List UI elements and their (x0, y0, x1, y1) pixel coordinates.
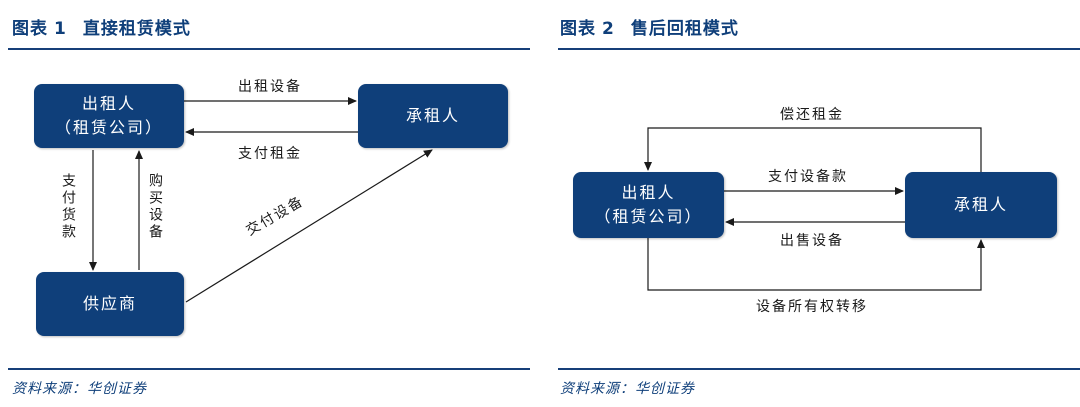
node-supplier: 供应商 (36, 272, 184, 336)
edge-sell-equipment-label: 出售设备 (780, 233, 844, 249)
edge-ownership-transfer-arrow (647, 238, 985, 291)
node-lessee-label: 承租人 (405, 106, 460, 125)
node-lessor-2-line2: （租赁公司） (594, 207, 703, 226)
edge-repay-rent-arrow (644, 127, 982, 172)
edge-pay-goods-label: 支付货款 (60, 173, 76, 241)
figure1-source: 资料来源：华创证券 (12, 381, 147, 397)
edge-buy-equipment-label: 购买设备 (147, 173, 163, 241)
figure1-title-prefix: 图表 (12, 19, 48, 39)
figure2-title-prefix: 图表 (560, 19, 596, 39)
node-lessor-line1: 出租人 (81, 94, 136, 113)
edge-repay-rent-label: 偿还租金 (780, 107, 844, 123)
figure1-title: 图表 1 直接租赁模式 (12, 14, 191, 39)
figure2-title-number: 2 (602, 19, 615, 39)
figure2-top-rule (558, 48, 1080, 50)
figure2-title: 图表 2 售后回租模式 (560, 14, 739, 39)
figure2-source: 资料来源：华创证券 (560, 381, 695, 397)
figure1-diagram (89, 97, 433, 303)
edge-pay-equipment-label: 支付设备款 (768, 169, 848, 185)
node-lessor-2: 出租人 （租赁公司） (573, 172, 724, 238)
figure1-title-number: 1 (54, 19, 67, 39)
node-lessor-line2: （租赁公司） (54, 118, 163, 137)
edge-lease-equipment-label: 出租设备 (238, 79, 302, 95)
figure2-title-text: 售后回租模式 (630, 19, 739, 39)
figure2-diagram (644, 127, 985, 291)
figure1-bottom-rule (8, 368, 530, 370)
node-lessee: 承租人 (358, 84, 508, 148)
figure1-top-rule (8, 48, 530, 50)
edge-pay-rent-label: 支付租金 (238, 146, 302, 162)
edge-ownership-transfer-label: 设备所有权转移 (756, 299, 868, 315)
figure2-panel: 图表 2 售后回租模式 出租人 （租赁公司） 承租人 偿还租金 支付设备款 出售设备… (558, 0, 1080, 407)
figure1-panel: 图表 1 直接租赁模式 出租人 （租赁公司） 承租人 供应商 出租设备 支付租金 支… (0, 0, 530, 407)
node-supplier-label: 供应商 (82, 294, 137, 313)
node-lessor: 出租人 （租赁公司） (34, 84, 184, 148)
node-lessee-2-label: 承租人 (953, 195, 1008, 214)
figure2-bottom-rule (558, 368, 1080, 370)
node-lessor-2-line1: 出租人 (621, 183, 676, 202)
figure1-title-text: 直接租赁模式 (82, 19, 191, 39)
edge-deliver-equipment-arrow (185, 149, 433, 303)
node-lessee-2: 承租人 (905, 172, 1057, 238)
